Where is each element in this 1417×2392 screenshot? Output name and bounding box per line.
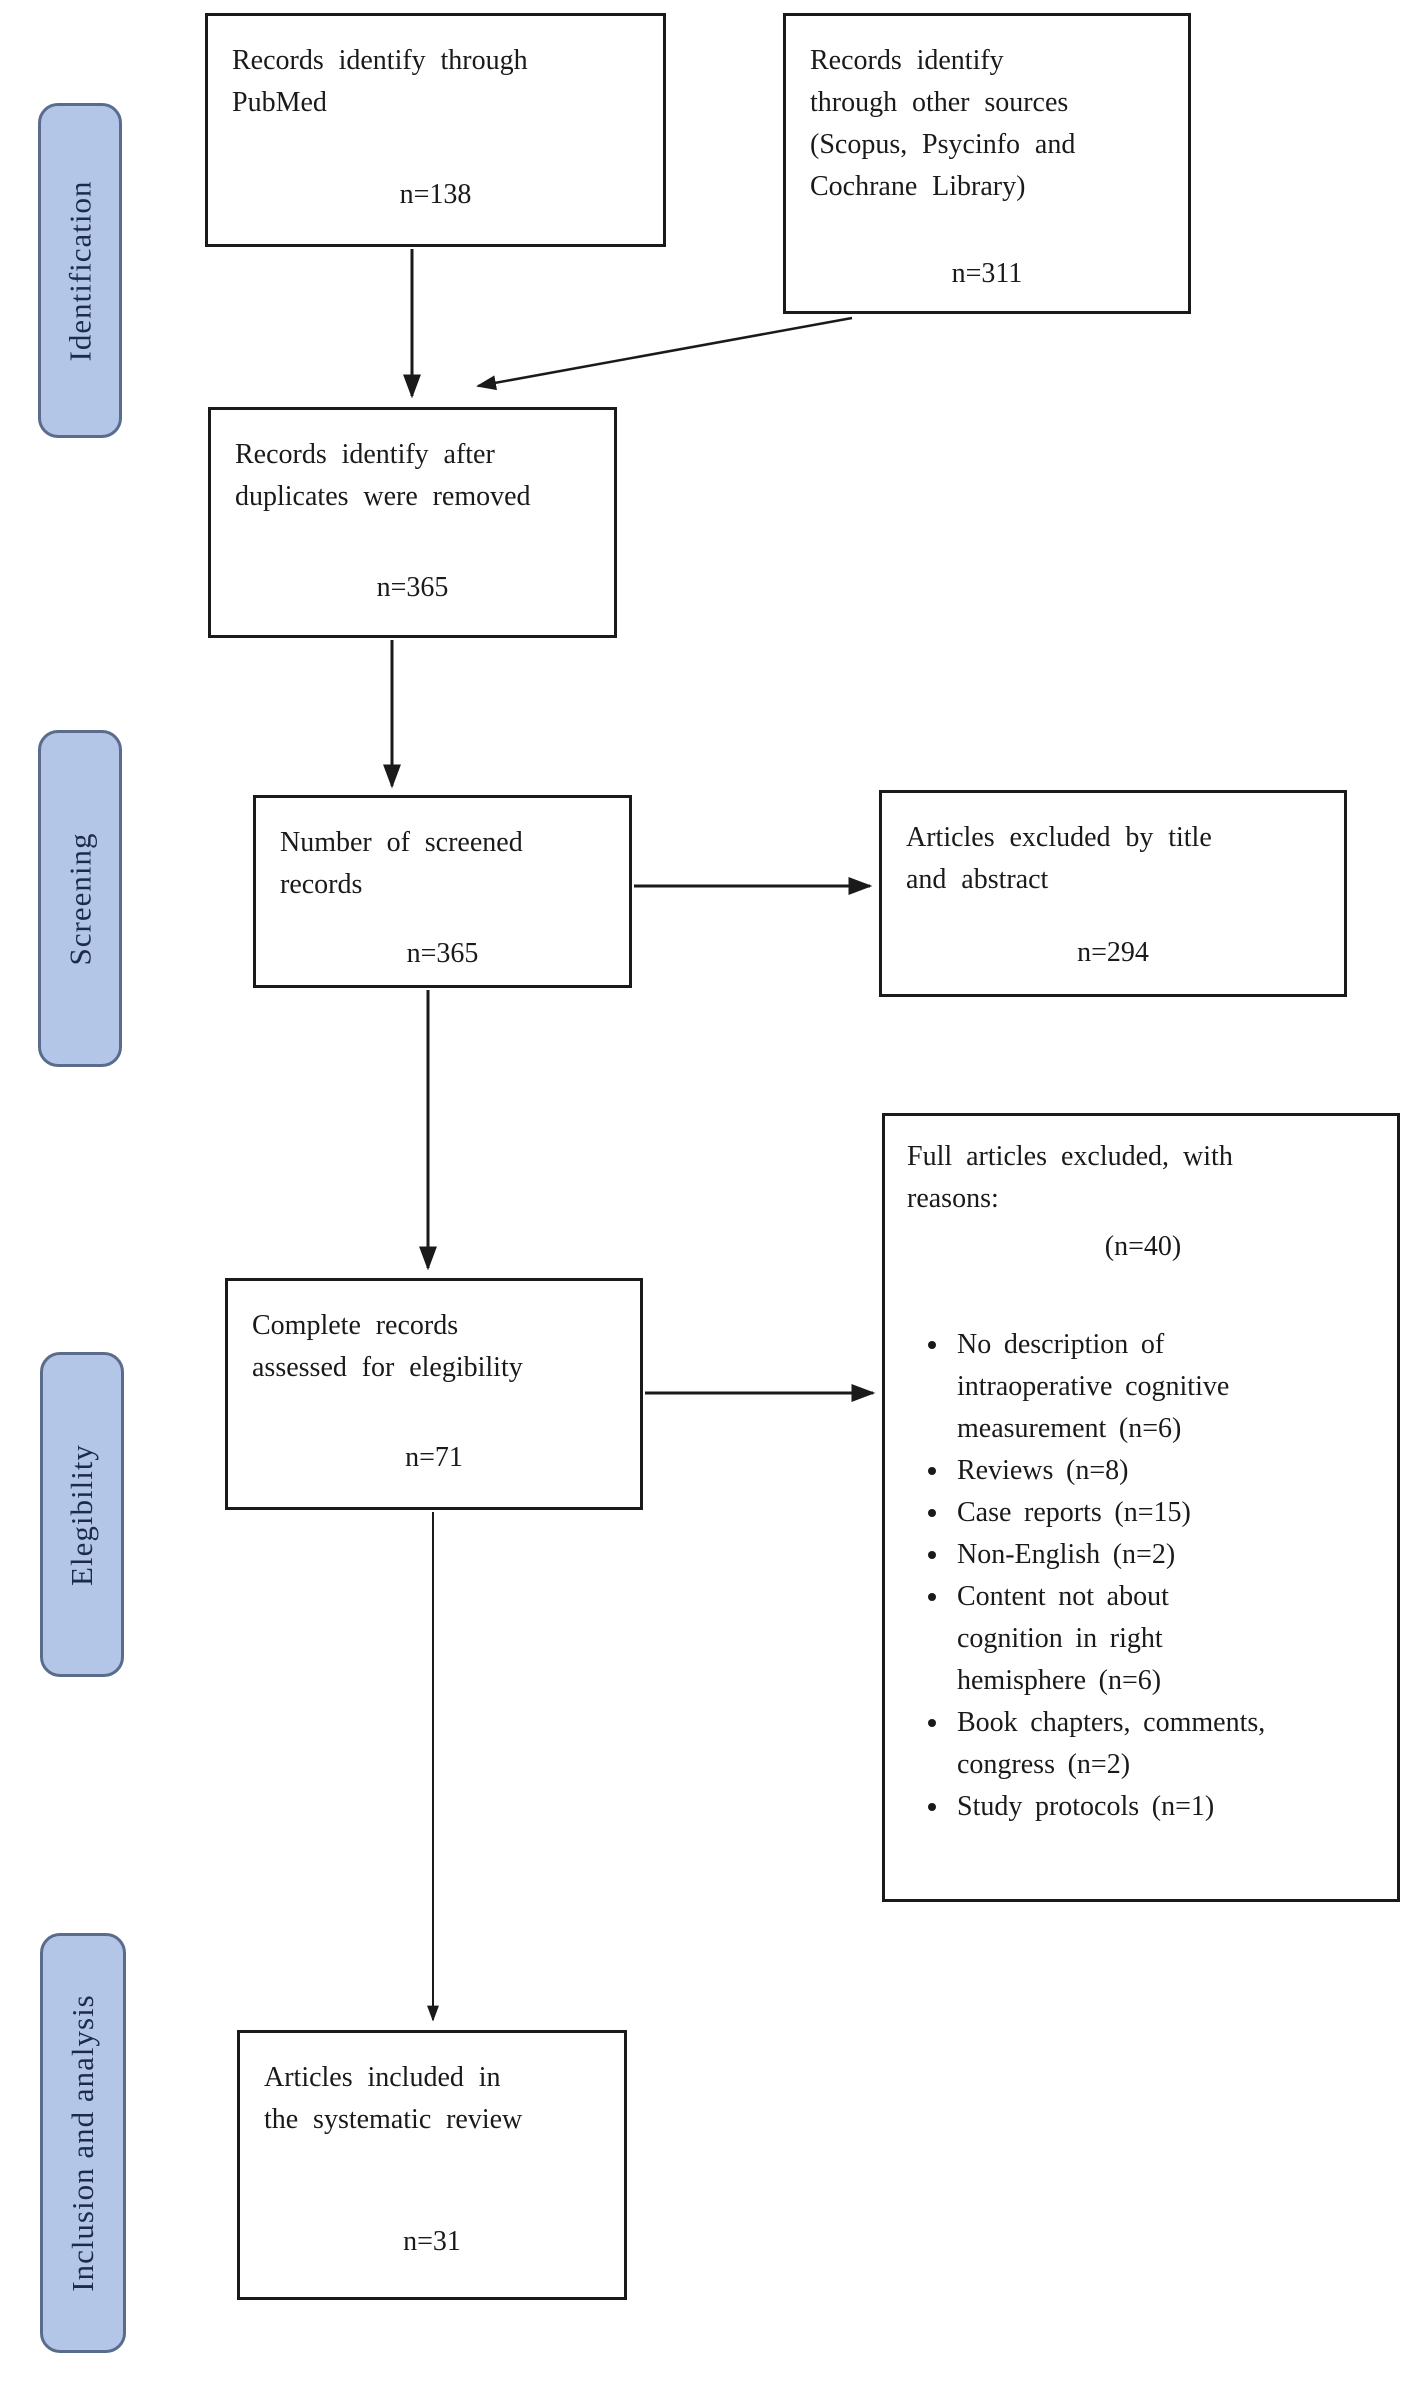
record-count: (n=40) xyxy=(1104,1231,1182,1262)
box-records-other-sources: Records identify through other sources (… xyxy=(783,13,1191,314)
box-text: Records identify through other sources (… xyxy=(810,45,1076,202)
stage-label-text: Inclusion and analysis xyxy=(65,1994,101,2292)
record-count: n=311 xyxy=(951,258,1023,289)
stage-label-screening: Screening xyxy=(38,730,122,1067)
record-count: n=31 xyxy=(403,2226,461,2257)
record-count: n=138 xyxy=(399,179,472,210)
stage-label-elegibility: Elegibility xyxy=(40,1352,124,1677)
exclusion-reason-item: No description of intraoperative cogniti… xyxy=(951,1324,1379,1450)
box-records-pubmed: Records identify through PubMed n=138 xyxy=(205,13,666,247)
exclusion-reason-item: Book chapters, comments, congress (n=2) xyxy=(951,1702,1379,1786)
box-text: Records identify through PubMed xyxy=(232,45,528,118)
box-full-articles-excluded: Full articles excluded, with reasons: (n… xyxy=(882,1113,1400,1902)
box-screened-records: Number of screened records n=365 xyxy=(253,795,632,988)
box-text: Number of screened records xyxy=(280,827,523,900)
box-text: Complete records assessed for elegibilit… xyxy=(252,1310,523,1383)
box-text: Articles included in the systematic revi… xyxy=(264,2062,523,2135)
record-count: n=71 xyxy=(405,1442,463,1473)
stage-label-identification: Identification xyxy=(38,103,122,438)
exclusion-reason-item: Content not about cognition in right hem… xyxy=(951,1576,1379,1702)
record-count: n=365 xyxy=(406,938,479,969)
stage-label-inclusion-analysis: Inclusion and analysis xyxy=(40,1933,126,2353)
box-text: Articles excluded by title and abstract xyxy=(906,822,1212,895)
exclusion-reason-item: Non-English (n=2) xyxy=(951,1534,1379,1576)
record-count: n=365 xyxy=(376,572,449,603)
exclusion-reason-item: Reviews (n=8) xyxy=(951,1450,1379,1492)
exclusion-reason-list: No description of intraoperative cogniti… xyxy=(907,1324,1379,1828)
box-text: Records identify after duplicates were r… xyxy=(235,439,531,512)
box-duplicates-removed: Records identify after duplicates were r… xyxy=(208,407,617,638)
exclusion-reason-item: Case reports (n=15) xyxy=(951,1492,1379,1534)
box-excluded-title-abstract: Articles excluded by title and abstract … xyxy=(879,790,1347,997)
arrow-other-sources-to-duplicates xyxy=(476,316,853,391)
box-included-systematic-review: Articles included in the systematic revi… xyxy=(237,2030,627,2300)
stage-label-text: Elegibility xyxy=(64,1443,99,1586)
box-text: Full articles excluded, with reasons: xyxy=(907,1141,1233,1214)
record-count: n=294 xyxy=(1077,937,1149,968)
stage-label-text: Identification xyxy=(62,180,97,361)
exclusion-reason-item: Study protocols (n=1) xyxy=(951,1786,1379,1828)
box-assessed-eligibility: Complete records assessed for elegibilit… xyxy=(225,1278,643,1510)
stage-label-text: Screening xyxy=(62,832,97,965)
